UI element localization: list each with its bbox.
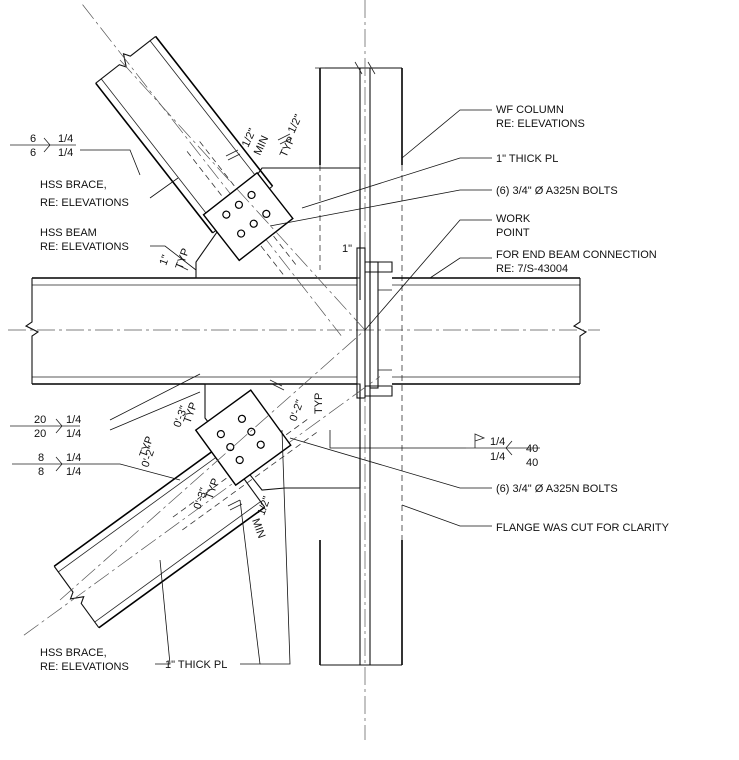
end-connection bbox=[356, 247, 393, 399]
dim-typ-3: TYP bbox=[182, 401, 201, 425]
gusset-plates bbox=[195, 167, 361, 540]
weld4-len-bot: 1/4 bbox=[490, 451, 505, 463]
label-end-beam-ref: RE: 7/S-43004 bbox=[496, 263, 568, 275]
weld3-size-top: 8 bbox=[38, 452, 44, 464]
dim-typ-2: TYP bbox=[174, 247, 193, 271]
weld2-size-bot: 20 bbox=[34, 428, 46, 440]
dim-half-in-2: 1/2" bbox=[286, 113, 305, 136]
hss-beam bbox=[8, 277, 600, 385]
weld4-len-top: 1/4 bbox=[490, 436, 505, 448]
dim-typ-6: TYP bbox=[204, 477, 223, 501]
dim-min-2: MIN bbox=[249, 517, 267, 540]
weld-text: 6 1/4 6 1/4 20 1/4 20 1/4 8 1/4 8 1/4 1/… bbox=[30, 133, 538, 478]
dim-one-in-1: 1" bbox=[158, 253, 173, 267]
weld3-len-top: 1/4 bbox=[66, 452, 81, 464]
label-bolts-top: (6) 3/4" Ø A325N BOLTS bbox=[496, 185, 618, 197]
label-hss-beam-ref: RE: ELEVATIONS bbox=[40, 241, 129, 253]
leaders bbox=[80, 109, 492, 665]
weld-symbols bbox=[10, 137, 540, 472]
label-end-beam: FOR END BEAM CONNECTION bbox=[496, 249, 657, 261]
label-thick-pl-bottom: 1" THICK PL bbox=[165, 659, 227, 671]
weld4-size-top: 40 bbox=[526, 443, 538, 455]
weld1-size-top: 6 bbox=[30, 133, 36, 145]
weld2-len-bot: 1/4 bbox=[66, 428, 81, 440]
dim-one-in-2: 1" bbox=[342, 243, 352, 255]
weld4-size-bot: 40 bbox=[526, 457, 538, 469]
label-flange-cut: FLANGE WAS CUT FOR CLARITY bbox=[496, 522, 670, 534]
callout-text: WF COLUMN RE: ELEVATIONS 1" THICK PL (6)… bbox=[40, 104, 670, 673]
label-wf-column-ref: RE: ELEVATIONS bbox=[496, 118, 585, 130]
weld1-len-top: 1/4 bbox=[58, 133, 73, 145]
weld2-size-top: 20 bbox=[34, 414, 46, 426]
weld1-len-bot: 1/4 bbox=[58, 147, 73, 159]
label-hss-beam: HSS BEAM bbox=[40, 227, 97, 239]
label-hss-brace-bottom: HSS BRACE, bbox=[40, 647, 107, 659]
label-hss-brace-bottom-ref: RE: ELEVATIONS bbox=[40, 661, 129, 673]
label-wf-column: WF COLUMN bbox=[496, 104, 564, 116]
dimension-marks bbox=[175, 133, 293, 511]
label-bolts-bottom: (6) 3/4" Ø A325N BOLTS bbox=[496, 483, 618, 495]
hss-brace-top bbox=[82, 4, 342, 336]
label-hss-brace-top-ref: RE: ELEVATIONS bbox=[40, 197, 129, 209]
label-work-point: WORK bbox=[496, 213, 531, 225]
label-work-point-2: POINT bbox=[496, 227, 530, 239]
dim-zero-two-2: 0'-2" bbox=[288, 398, 307, 423]
dim-typ-5: TYP bbox=[313, 393, 325, 414]
weld3-size-bot: 8 bbox=[38, 466, 44, 478]
label-thick-pl-top: 1" THICK PL bbox=[496, 153, 558, 165]
label-hss-brace-top: HSS BRACE, bbox=[40, 179, 107, 191]
weld2-len-top: 1/4 bbox=[66, 414, 81, 426]
weld1-size-bot: 6 bbox=[30, 147, 36, 159]
weld3-len-bot: 1/4 bbox=[66, 466, 81, 478]
